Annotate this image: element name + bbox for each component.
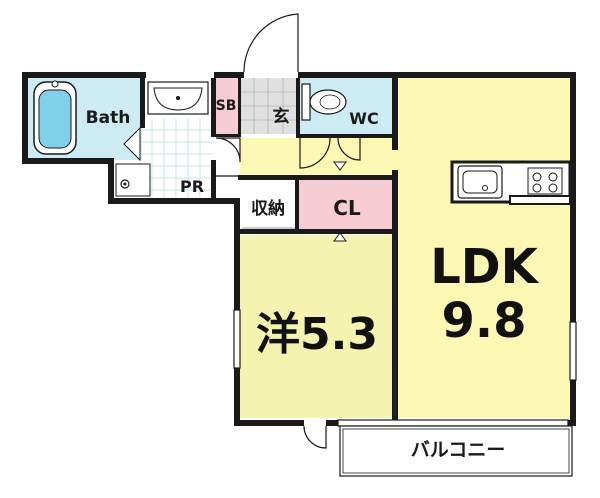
ldk-size-label: 9.8 — [441, 293, 526, 349]
storage-label: 収納 — [251, 198, 285, 219]
ldk-area — [395, 78, 573, 418]
pr-label: PR — [180, 177, 204, 196]
ldk-name-label: LDK — [430, 239, 539, 295]
hall-door-swing — [299, 137, 331, 169]
western-name-label: 洋 — [256, 309, 300, 360]
western-size-label: 5.3 — [300, 309, 378, 360]
closet-label: CL — [333, 196, 361, 220]
wc-door-swing — [337, 137, 361, 161]
stove-icon — [527, 167, 563, 195]
washer-drain-icon — [115, 163, 151, 197]
toilet-icon — [301, 83, 347, 121]
washroom-door-swing — [215, 137, 241, 163]
wc-label: WC — [349, 109, 378, 128]
wc-arrow-icon — [333, 161, 347, 171]
washbasin-icon — [147, 81, 209, 115]
balcony-label: バルコニー — [411, 439, 506, 461]
western-room-label: 洋 5.3 — [256, 309, 378, 360]
sb-area — [214, 78, 240, 134]
balcony-area — [339, 425, 573, 477]
closet-area — [298, 180, 398, 232]
balcony-door-swing — [303, 425, 327, 449]
bathtub-icon — [33, 80, 77, 155]
washroom-tile-grid — [142, 118, 214, 198]
kitchen-sink-icon — [457, 165, 503, 199]
hall-area — [240, 138, 398, 178]
storage-area — [240, 180, 298, 232]
entrance-label: 玄 — [273, 106, 290, 127]
entrance-door — [243, 13, 299, 73]
closet-arrow-icon — [333, 232, 347, 242]
bath-door-icon — [123, 126, 141, 162]
western-room-area — [240, 235, 398, 418]
sb-label: SB — [216, 98, 237, 114]
bath-label: Bath — [86, 108, 131, 128]
entrance-tile-grid — [240, 78, 298, 134]
